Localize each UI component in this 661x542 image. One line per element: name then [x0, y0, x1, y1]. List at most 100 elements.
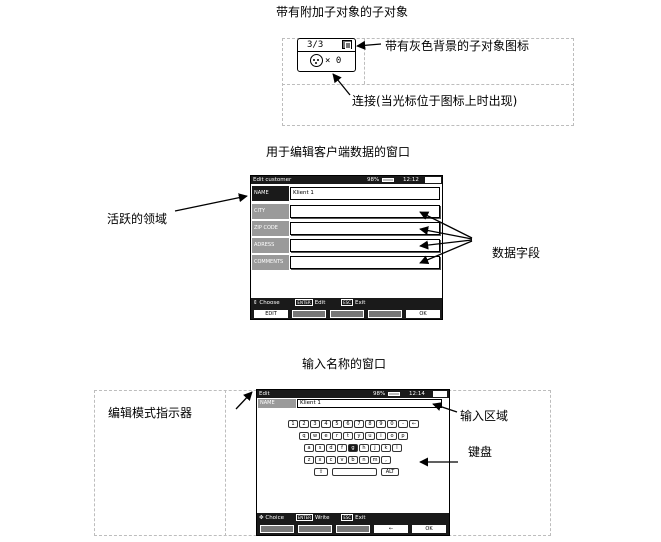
key[interactable]: w: [310, 432, 320, 440]
child-object-widget[interactable]: 3/3 × 0: [297, 38, 356, 72]
field-value[interactable]: [290, 256, 440, 269]
key[interactable]: 6: [343, 420, 353, 428]
key[interactable]: 8: [365, 420, 375, 428]
key[interactable]: 2: [299, 420, 309, 428]
cursor-left-button[interactable]: ←: [374, 525, 408, 533]
enter-key-tag: ENTER: [295, 514, 314, 521]
field-comments[interactable]: COMMENTS: [252, 255, 441, 271]
key[interactable]: h: [359, 444, 369, 452]
key[interactable]: f: [337, 444, 347, 452]
key[interactable]: 4: [321, 420, 331, 428]
function-key-4[interactable]: [368, 310, 402, 318]
key[interactable]: r: [332, 432, 342, 440]
battery-status: 98%: [373, 391, 386, 397]
key[interactable]: 1: [288, 420, 298, 428]
field-value[interactable]: [290, 239, 440, 252]
edit-name-screen: Edit 98% 12:14 NAME Klient 1 1 2 3 4 5 6…: [256, 389, 450, 536]
function-key-1[interactable]: [260, 525, 294, 533]
annotation-edit-mode: 编辑模式指示器: [108, 406, 193, 420]
key[interactable]: v: [337, 456, 347, 464]
key[interactable]: o: [387, 432, 397, 440]
clock: 12:14: [409, 391, 425, 397]
key[interactable]: x: [315, 456, 325, 464]
esc-key-tag: ESC: [341, 299, 353, 306]
key[interactable]: m: [370, 456, 380, 464]
ok-button[interactable]: OK: [406, 310, 440, 318]
annotation-child-icon: 带有灰色背景的子对象图标: [385, 39, 530, 53]
field-value[interactable]: [290, 205, 440, 218]
object-counter: 3/3: [307, 40, 324, 50]
key[interactable]: d: [326, 444, 336, 452]
ok-button[interactable]: OK: [412, 525, 446, 533]
annotation-input-area: 输入区域: [460, 409, 509, 423]
field-label: NAME: [252, 186, 289, 201]
shift-key[interactable]: ⇧: [314, 468, 328, 476]
document-icon: [345, 42, 351, 49]
space-key[interactable]: [332, 468, 377, 476]
key[interactable]: 9: [376, 420, 386, 428]
edit-button[interactable]: EDIT: [254, 310, 288, 318]
name-input-row[interactable]: NAME Klient 1: [258, 399, 448, 408]
field-label: ZIP CODE: [252, 221, 289, 236]
key[interactable]: 0: [387, 420, 397, 428]
key[interactable]: p: [398, 432, 408, 440]
key[interactable]: s: [315, 444, 325, 452]
field-zip[interactable]: ZIP CODE: [252, 221, 441, 237]
key[interactable]: t: [343, 432, 353, 440]
function-key-2[interactable]: [298, 525, 332, 533]
key[interactable]: 5: [332, 420, 342, 428]
field-label: ADRESS: [252, 238, 289, 253]
function-key-3[interactable]: [336, 525, 370, 533]
key[interactable]: e: [321, 432, 331, 440]
child-object-icon[interactable]: [342, 40, 352, 49]
key[interactable]: a: [304, 444, 314, 452]
section1-title: 带有附加子对象的子对象: [276, 5, 409, 19]
enter-key-tag: ENTER: [295, 299, 313, 306]
section3-title: 输入名称的窗口: [302, 357, 387, 371]
hint-exit: Exit: [355, 515, 366, 521]
alt-key[interactable]: ALT: [381, 468, 399, 476]
field-city[interactable]: CITY: [252, 204, 441, 220]
battery-icon: [382, 178, 394, 182]
section2-title: 用于编辑客户端数据的窗口: [266, 145, 411, 159]
key[interactable]: z: [304, 456, 314, 464]
key[interactable]: 3: [310, 420, 320, 428]
key[interactable]: i: [376, 432, 386, 440]
field-value[interactable]: Klient 1: [290, 187, 440, 200]
updown-icon: ⇕: [253, 300, 258, 306]
hint-choose: Choose: [259, 300, 280, 306]
key[interactable]: 7: [354, 420, 364, 428]
field-value[interactable]: [290, 222, 440, 235]
key[interactable]: q: [299, 432, 309, 440]
esc-key-tag: ESC: [341, 514, 354, 521]
function-key-2[interactable]: [292, 310, 326, 318]
backspace-key[interactable]: ←: [409, 420, 419, 428]
annotation-connection: 连接(当光标位于图标上时出现): [352, 94, 518, 108]
field-name[interactable]: NAME Klient 1: [252, 186, 441, 202]
key[interactable]: c: [326, 456, 336, 464]
key[interactable]: k: [381, 444, 391, 452]
key[interactable]: y: [354, 432, 364, 440]
section1-frame: [282, 38, 574, 126]
name-input[interactable]: Klient 1: [297, 399, 442, 408]
annotation-active-field: 活跃的领域: [107, 212, 168, 226]
key[interactable]: n: [359, 456, 369, 464]
key[interactable]: ,: [381, 456, 391, 464]
key[interactable]: j: [370, 444, 380, 452]
power-icon: [433, 391, 447, 397]
key[interactable]: l: [392, 444, 402, 452]
key-selected[interactable]: g: [348, 444, 358, 452]
annotation-data-fields: 数据字段: [492, 246, 541, 260]
key[interactable]: u: [365, 432, 375, 440]
name-label: NAME: [258, 399, 296, 408]
power-icon: [425, 177, 441, 183]
screen-title: Edit customer: [253, 177, 292, 183]
key[interactable]: -: [398, 420, 408, 428]
field-address[interactable]: ADRESS: [252, 238, 441, 254]
function-key-3[interactable]: [330, 310, 364, 318]
field-label: COMMENTS: [252, 255, 289, 270]
key[interactable]: b: [348, 456, 358, 464]
section1-vdivider: [364, 38, 365, 84]
